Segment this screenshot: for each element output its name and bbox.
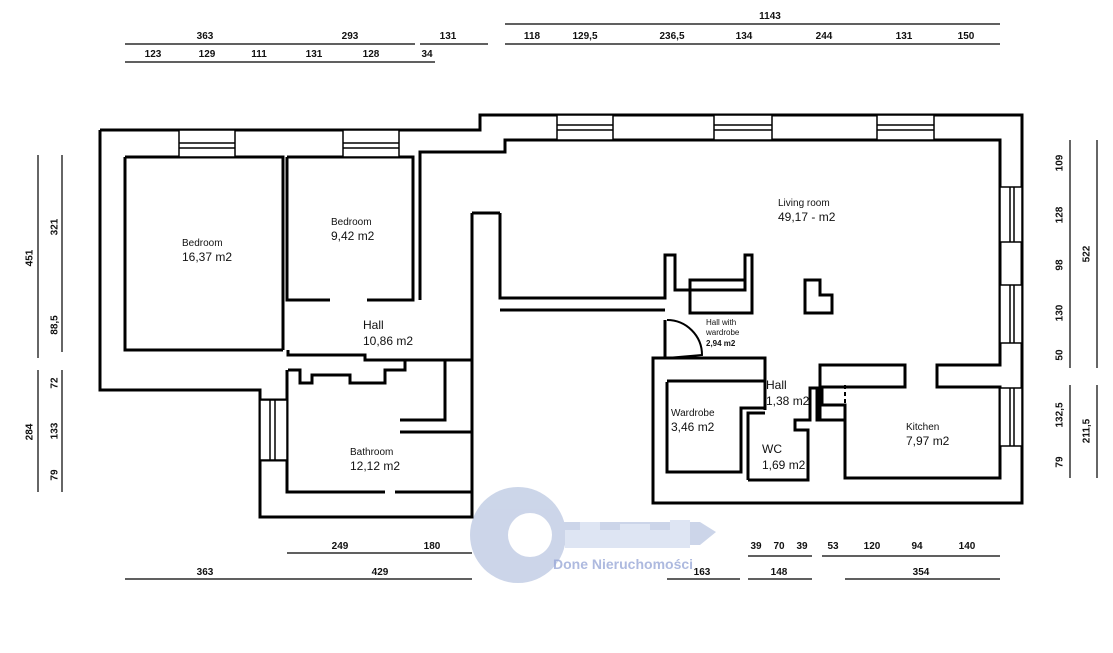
room-area: 9,42 m2 — [331, 229, 375, 243]
dim-label: 133 — [49, 422, 61, 440]
dim-label: 39 — [750, 541, 762, 552]
dim-label: 134 — [735, 31, 753, 42]
dim-label: 98 — [1054, 259, 1066, 271]
dim-label: 1143 — [759, 11, 781, 22]
watermark-text: Done Nieruchomości — [553, 556, 694, 572]
dim-label: 451 — [24, 249, 36, 267]
dim-label: 131 — [305, 49, 323, 60]
room-area: 3,46 m2 — [671, 420, 715, 434]
dim-label: 39 — [796, 541, 808, 552]
room-name: Kitchen — [906, 422, 940, 433]
dim-label: 131 — [439, 31, 457, 42]
room-area: 12,12 m2 — [350, 459, 401, 473]
dim-label: 180 — [423, 541, 441, 552]
dim-label: 140 — [958, 541, 976, 552]
dimension-lines — [37, 23, 1098, 580]
dim-label: 150 — [957, 31, 975, 42]
dim-label: 123 — [144, 49, 162, 60]
dim-label: 79 — [1054, 456, 1066, 468]
room-area: 1,69 m2 — [762, 457, 806, 472]
room-name: Bedroom — [182, 238, 223, 249]
dim-label: 88,5 — [49, 315, 61, 335]
dim-label: 109 — [1054, 154, 1066, 172]
room-name: Hall — [363, 318, 384, 332]
room-area: 16,37 m2 — [182, 250, 233, 264]
windows — [178, 114, 1023, 461]
dim-label: 211,5 — [1081, 418, 1093, 444]
dim-label: 79 — [49, 469, 61, 481]
dim-label: 363 — [196, 567, 214, 578]
dim-label: 50 — [1054, 349, 1066, 361]
dim-label: 244 — [815, 31, 833, 42]
room-name: Bedroom — [331, 217, 372, 228]
dim-label: 522 — [1081, 245, 1093, 263]
room-area: 49,17 - m2 — [778, 210, 836, 224]
dim-label: 429 — [371, 567, 389, 578]
room-name: WC — [762, 442, 782, 456]
dim-label: 120 — [863, 541, 881, 552]
dim-label: 129,5 — [572, 31, 598, 42]
dim-label: 129 — [198, 49, 216, 60]
dim-label: 128 — [1054, 206, 1066, 224]
dim-label: 118 — [523, 31, 541, 42]
dim-label: 293 — [341, 31, 359, 42]
dim-label: 128 — [362, 49, 380, 60]
room-name: Bathroom — [350, 447, 394, 458]
room-area: 10,86 m2 — [363, 333, 414, 348]
room-area: 2,94 m2 — [706, 338, 736, 348]
room-name: Wardrobe — [671, 408, 715, 419]
dim-label: 148 — [770, 567, 788, 578]
dim-label: 70 — [773, 541, 785, 552]
dim-label: 249 — [331, 541, 349, 552]
door-swing — [666, 319, 704, 359]
dim-label: 354 — [912, 567, 930, 578]
dim-label: 111 — [251, 49, 267, 60]
dim-label: 53 — [827, 541, 839, 552]
dim-label: 284 — [24, 423, 36, 441]
dim-label: 94 — [911, 541, 923, 552]
room-area: 1,38 m2 — [766, 393, 810, 408]
walls — [98, 113, 1024, 519]
dim-label: 236,5 — [659, 31, 685, 42]
dim-label: 163 — [693, 567, 711, 578]
room-name: Hall — [766, 378, 787, 392]
room-name: Hall with wardrobe — [706, 318, 740, 338]
dim-label: 132,5 — [1054, 402, 1066, 428]
dim-label: 363 — [196, 31, 214, 42]
dim-label: 34 — [421, 49, 433, 60]
dim-label: 131 — [895, 31, 913, 42]
dim-label: 130 — [1054, 304, 1066, 322]
watermark-logo — [470, 487, 716, 583]
room-name: Living room — [778, 198, 830, 209]
dim-label: 72 — [49, 377, 61, 389]
dim-label: 321 — [49, 218, 61, 236]
room-area: 7,97 m2 — [906, 434, 950, 448]
